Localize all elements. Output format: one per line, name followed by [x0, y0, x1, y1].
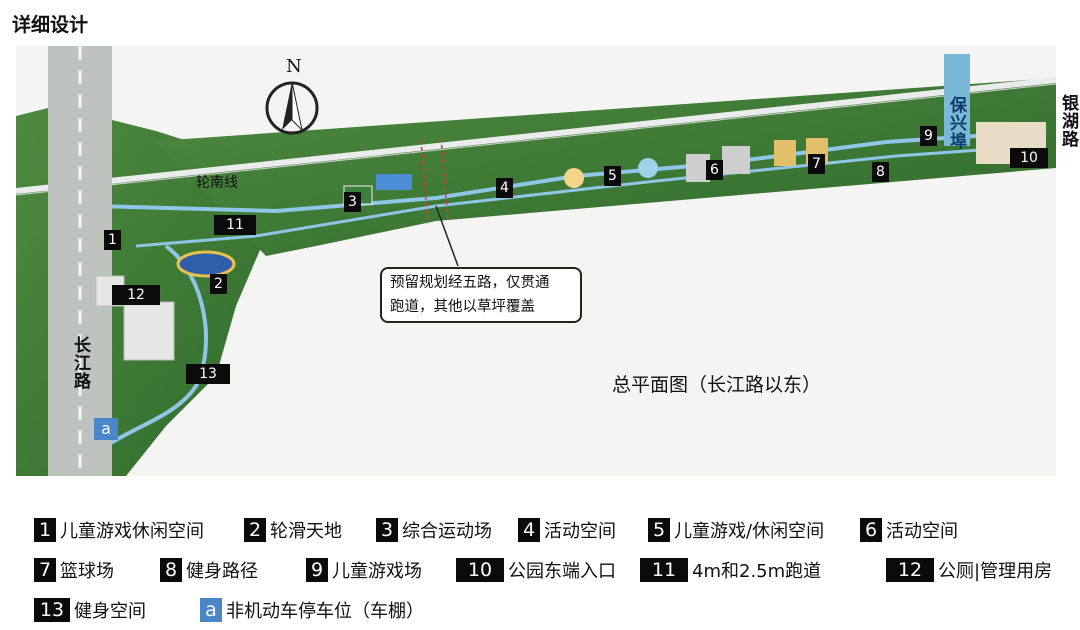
- legend-label: 儿童游戏/休闲空间: [674, 521, 825, 542]
- callout-line-1: 预留规划经五路，仅贯通: [390, 275, 550, 291]
- legend-label: 公园东端入口: [508, 561, 616, 582]
- legend-num: 1: [34, 518, 56, 542]
- changjiang-road-label: 长江路: [70, 336, 90, 390]
- legend-num: 8: [160, 558, 182, 582]
- map-marker-5: 5: [604, 166, 621, 186]
- rail-line: [16, 77, 1056, 194]
- map-marker-12: 12: [112, 285, 160, 305]
- legend-num: 11: [640, 558, 688, 582]
- north-arrow-icon: [265, 81, 319, 135]
- substation-building: [123, 301, 175, 361]
- legend-label: 轮滑天地: [270, 521, 342, 542]
- map-marker-4: 4: [496, 178, 513, 198]
- changjiang-road: [48, 46, 112, 476]
- map-marker-7: 7: [808, 154, 825, 174]
- legend-num: 13: [34, 598, 70, 622]
- river-label: 保兴埠: [946, 96, 966, 150]
- site-plan-map: [16, 46, 1056, 476]
- legend-label: 4m和2.5m跑道: [692, 561, 822, 582]
- map-marker-2: 2: [210, 274, 227, 294]
- legend-num: 4: [518, 518, 540, 542]
- legend-num: 2: [244, 518, 266, 542]
- baoxingbu-river: [944, 54, 970, 146]
- legend-num: 12: [886, 558, 934, 582]
- map-marker-6: 6: [706, 160, 723, 180]
- legend-num: a: [200, 598, 222, 622]
- map-marker-11: 11: [214, 215, 256, 235]
- page-title: 详细设计: [12, 14, 89, 36]
- yinhu-road-label: 银湖路: [1058, 94, 1078, 148]
- plan-caption: 总平面图（长江路以东）: [612, 374, 822, 396]
- map-marker-13: 13: [186, 364, 230, 384]
- map-marker-parking: a: [94, 418, 118, 440]
- map-marker-9: 9: [920, 126, 937, 146]
- legend-num: 10: [456, 558, 504, 582]
- legend-label: 健身空间: [74, 601, 146, 622]
- legend-label: 综合运动场: [402, 521, 492, 542]
- legend-label: 儿童游戏场: [332, 561, 422, 582]
- map-marker-3: 3: [344, 192, 361, 212]
- north-label: N: [286, 56, 302, 77]
- legend-label: 活动空间: [886, 521, 958, 542]
- legend-label: 篮球场: [60, 561, 114, 582]
- callout-line-2: 跑道，其他以草坪覆盖: [390, 299, 535, 315]
- rail-line-label: 轮南线: [196, 175, 238, 191]
- callout-box: 预留规划经五路，仅贯通 跑道，其他以草坪覆盖: [380, 267, 582, 323]
- map-marker-10: 10: [1010, 148, 1048, 168]
- legend-label: 活动空间: [544, 521, 616, 542]
- map-marker-1: 1: [104, 230, 121, 250]
- legend-label: 公厕|管理用房: [938, 561, 1053, 582]
- legend-num: 6: [860, 518, 882, 542]
- skate-rink: [176, 250, 236, 278]
- legend-num: 7: [34, 558, 56, 582]
- legend-label: 儿童游戏休闲空间: [60, 521, 204, 542]
- legend-num: 3: [376, 518, 398, 542]
- legend-label: 健身路径: [186, 561, 258, 582]
- legend-num: 5: [648, 518, 670, 542]
- legend-num: 9: [306, 558, 328, 582]
- legend-label: 非机动车停车位（车棚）: [226, 601, 424, 622]
- map-marker-8: 8: [872, 162, 889, 182]
